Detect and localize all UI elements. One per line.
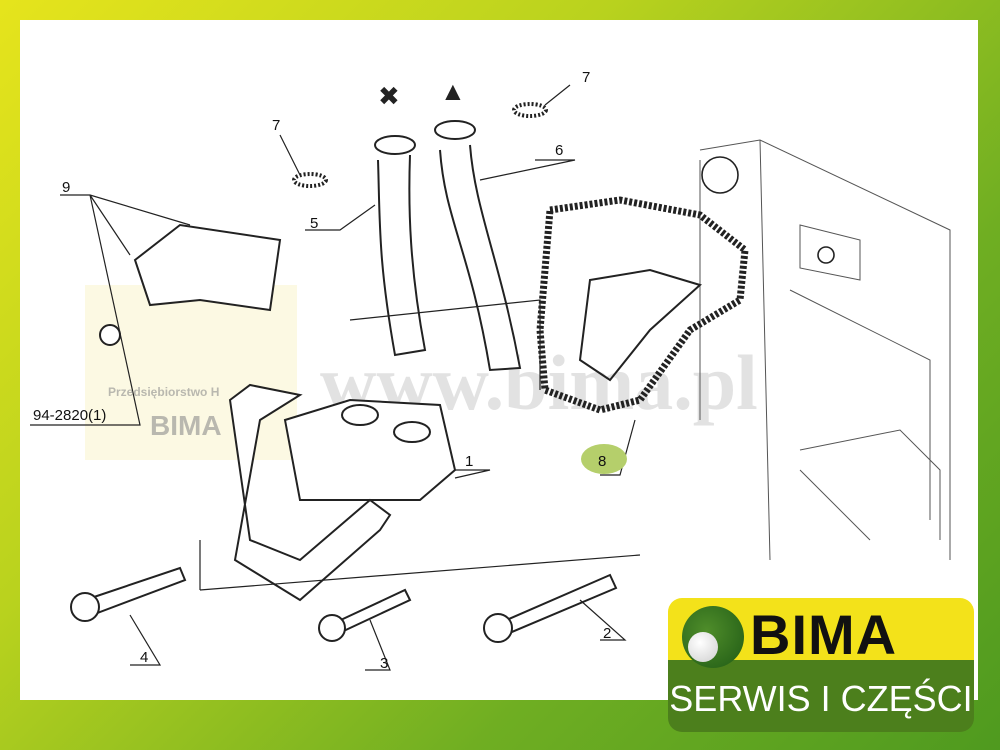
callout-7: 7 (272, 117, 280, 134)
callout-ref-94-2820: 94-2820(1) (33, 407, 106, 424)
callout-5: 5 (310, 215, 318, 232)
bolts (70, 566, 618, 643)
callout-8: 8 (598, 453, 606, 470)
washer-part-7 (512, 102, 548, 118)
leader-lines (30, 84, 641, 671)
bracket (228, 383, 392, 602)
callout-4: 4 (140, 649, 148, 666)
callout-3: 3 (380, 655, 388, 672)
gasket-inner (578, 268, 702, 382)
pipe-part-6 (439, 144, 522, 372)
gasket-part-8 (536, 196, 749, 414)
logo-tagline: SERWIS I CZĘŚCI (669, 678, 973, 719)
logo-brand: BIMA (750, 603, 898, 666)
callout-1: 1 (465, 453, 473, 470)
engine-block-drawing (699, 139, 951, 561)
highlight-part-8 (581, 444, 627, 474)
washer-part-7 (292, 172, 328, 188)
screw (99, 324, 121, 346)
arrow-down-icon: ✖ (378, 81, 400, 111)
callout-9: 9 (62, 179, 70, 196)
pipe-part-5 (377, 154, 427, 357)
watermark-box (85, 285, 297, 460)
callout-2: 2 (603, 625, 611, 642)
clamp-part-9 (133, 223, 282, 312)
bima-logo: BIMA SERWIS I CZĘŚCI (668, 598, 974, 732)
callout-6: 6 (555, 142, 563, 159)
callout-7: 7 (582, 69, 590, 86)
arrow-up-icon: ▲ (440, 76, 466, 106)
